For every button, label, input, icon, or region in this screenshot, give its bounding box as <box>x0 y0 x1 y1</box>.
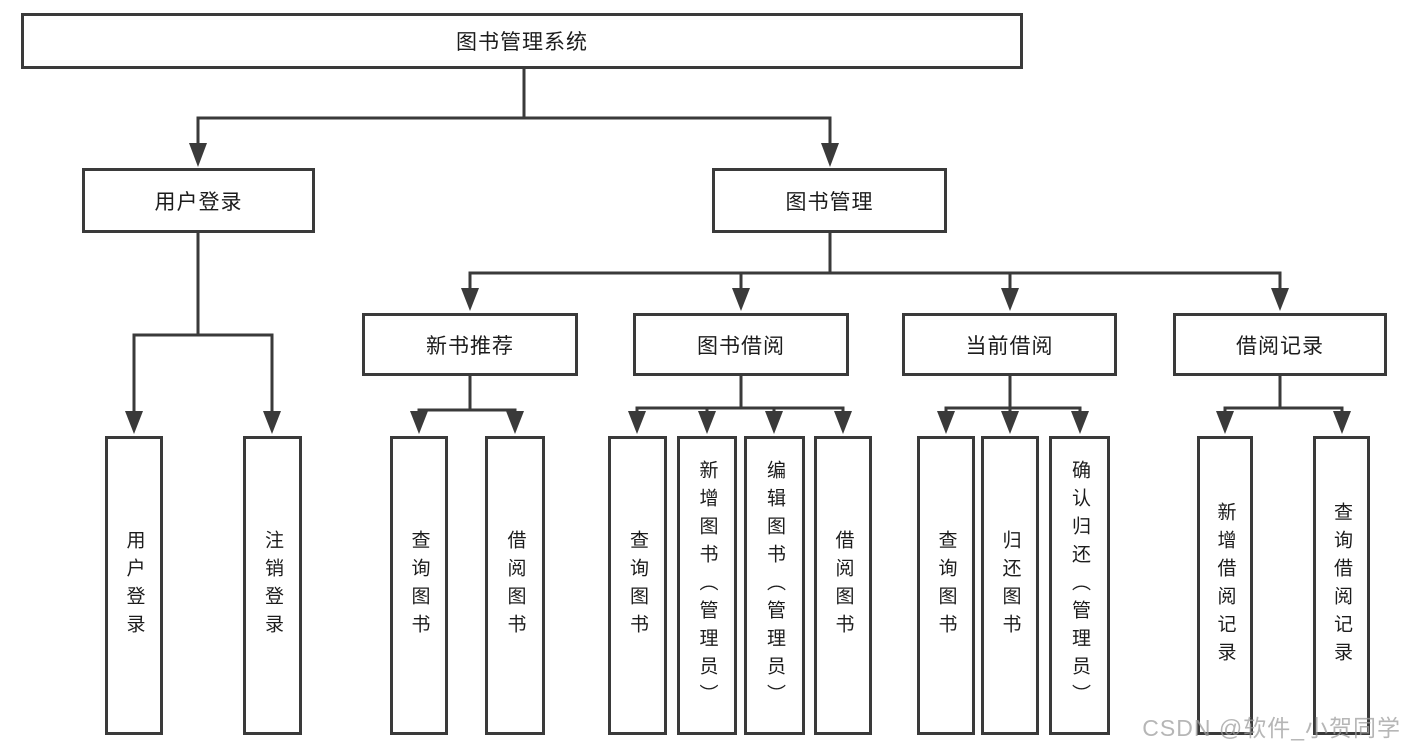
arrowhead-icon <box>263 411 281 434</box>
node-new-book-recommend-label: 新书推荐 <box>426 334 514 358</box>
node-borrow-records: 借阅记录 <box>1173 313 1387 376</box>
arrowhead-icon <box>765 411 783 434</box>
node-user-login: 用户登录 <box>82 168 315 233</box>
leaf-query-book-recommend: 查询图书 <box>390 436 448 735</box>
arrowhead-icon <box>834 411 852 434</box>
node-new-book-recommend: 新书推荐 <box>362 313 578 376</box>
arrowhead-icon <box>506 411 524 434</box>
node-user-login-label: 用户登录 <box>154 190 243 214</box>
connector-bookmgmt-to-level3 <box>468 231 1282 293</box>
arrowhead-icon <box>821 143 839 167</box>
leaf-return-book-label: 归还图书 <box>999 529 1021 642</box>
node-current-borrow-label: 当前借阅 <box>965 334 1054 358</box>
node-root-label: 图书管理系统 <box>456 31 588 54</box>
arrowhead-icon <box>189 143 207 167</box>
leaf-borrow-book: 借阅图书 <box>814 436 872 735</box>
arrowhead-icon <box>732 288 750 311</box>
arrowhead-icon <box>1001 411 1019 434</box>
leaf-borrow-book-recommend: 借阅图书 <box>485 436 545 735</box>
arrowhead-icon <box>1001 288 1019 311</box>
arrowhead-icon <box>410 411 428 434</box>
node-borrow-records-label: 借阅记录 <box>1236 334 1324 358</box>
leaf-confirm-return-admin-label: 确认归还（管理员） <box>1069 459 1090 712</box>
connector-recommend-to-leaves <box>417 374 517 418</box>
leaf-borrow-book-label: 借阅图书 <box>832 529 854 642</box>
leaf-borrow-book-recommend-label: 借阅图书 <box>504 529 526 642</box>
leaf-query-book-current: 查询图书 <box>917 436 975 735</box>
leaf-return-book: 归还图书 <box>981 436 1039 735</box>
leaf-query-book-current-label: 查询图书 <box>935 529 957 642</box>
connector-userlogin-to-leaves <box>132 231 274 416</box>
leaf-query-book-borrow-label: 查询图书 <box>627 529 648 642</box>
leaf-edit-book-admin: 编辑图书（管理员） <box>744 436 805 735</box>
connector-records-to-leaves <box>1223 374 1344 418</box>
node-book-management: 图书管理 <box>712 168 947 233</box>
node-root: 图书管理系统 <box>21 13 1023 69</box>
leaf-query-borrow-record-label: 查询借阅记录 <box>1331 501 1352 670</box>
connector-root-to-level2 <box>196 67 832 148</box>
leaf-query-book-recommend-label: 查询图书 <box>408 529 430 642</box>
connector-borrow-to-leaves <box>635 374 845 418</box>
arrowhead-icon <box>1333 411 1351 434</box>
arrowhead-icon <box>125 411 143 434</box>
leaf-query-book-borrow: 查询图书 <box>608 436 667 735</box>
node-book-borrow: 图书借阅 <box>633 313 849 376</box>
node-current-borrow: 当前借阅 <box>902 313 1117 376</box>
connector-current-to-leaves <box>944 374 1082 418</box>
arrowhead-icon <box>628 411 646 434</box>
leaf-logout-label: 注销登录 <box>262 529 283 642</box>
arrowhead-icon <box>1216 411 1234 434</box>
leaf-add-borrow-record-label: 新增借阅记录 <box>1214 501 1236 670</box>
leaf-edit-book-admin-label: 编辑图书（管理员） <box>764 459 785 712</box>
arrowhead-icon <box>698 411 716 434</box>
leaf-add-borrow-record: 新增借阅记录 <box>1197 436 1253 735</box>
leaf-add-book-admin: 新增图书（管理员） <box>677 436 737 735</box>
arrowhead-icon <box>461 288 479 311</box>
leaf-query-borrow-record: 查询借阅记录 <box>1313 436 1370 735</box>
leaf-logout: 注销登录 <box>243 436 302 735</box>
arrowhead-icon <box>937 411 955 434</box>
arrowhead-icon <box>1071 411 1089 434</box>
node-book-management-label: 图书管理 <box>785 190 874 214</box>
node-book-borrow-label: 图书借阅 <box>697 334 785 358</box>
leaf-user-login: 用户登录 <box>105 436 163 735</box>
leaf-add-book-admin-label: 新增图书（管理员） <box>696 459 718 712</box>
leaf-confirm-return-admin: 确认归还（管理员） <box>1049 436 1110 735</box>
leaf-user-login-label: 用户登录 <box>123 529 145 642</box>
arrowhead-icon <box>1271 288 1289 311</box>
